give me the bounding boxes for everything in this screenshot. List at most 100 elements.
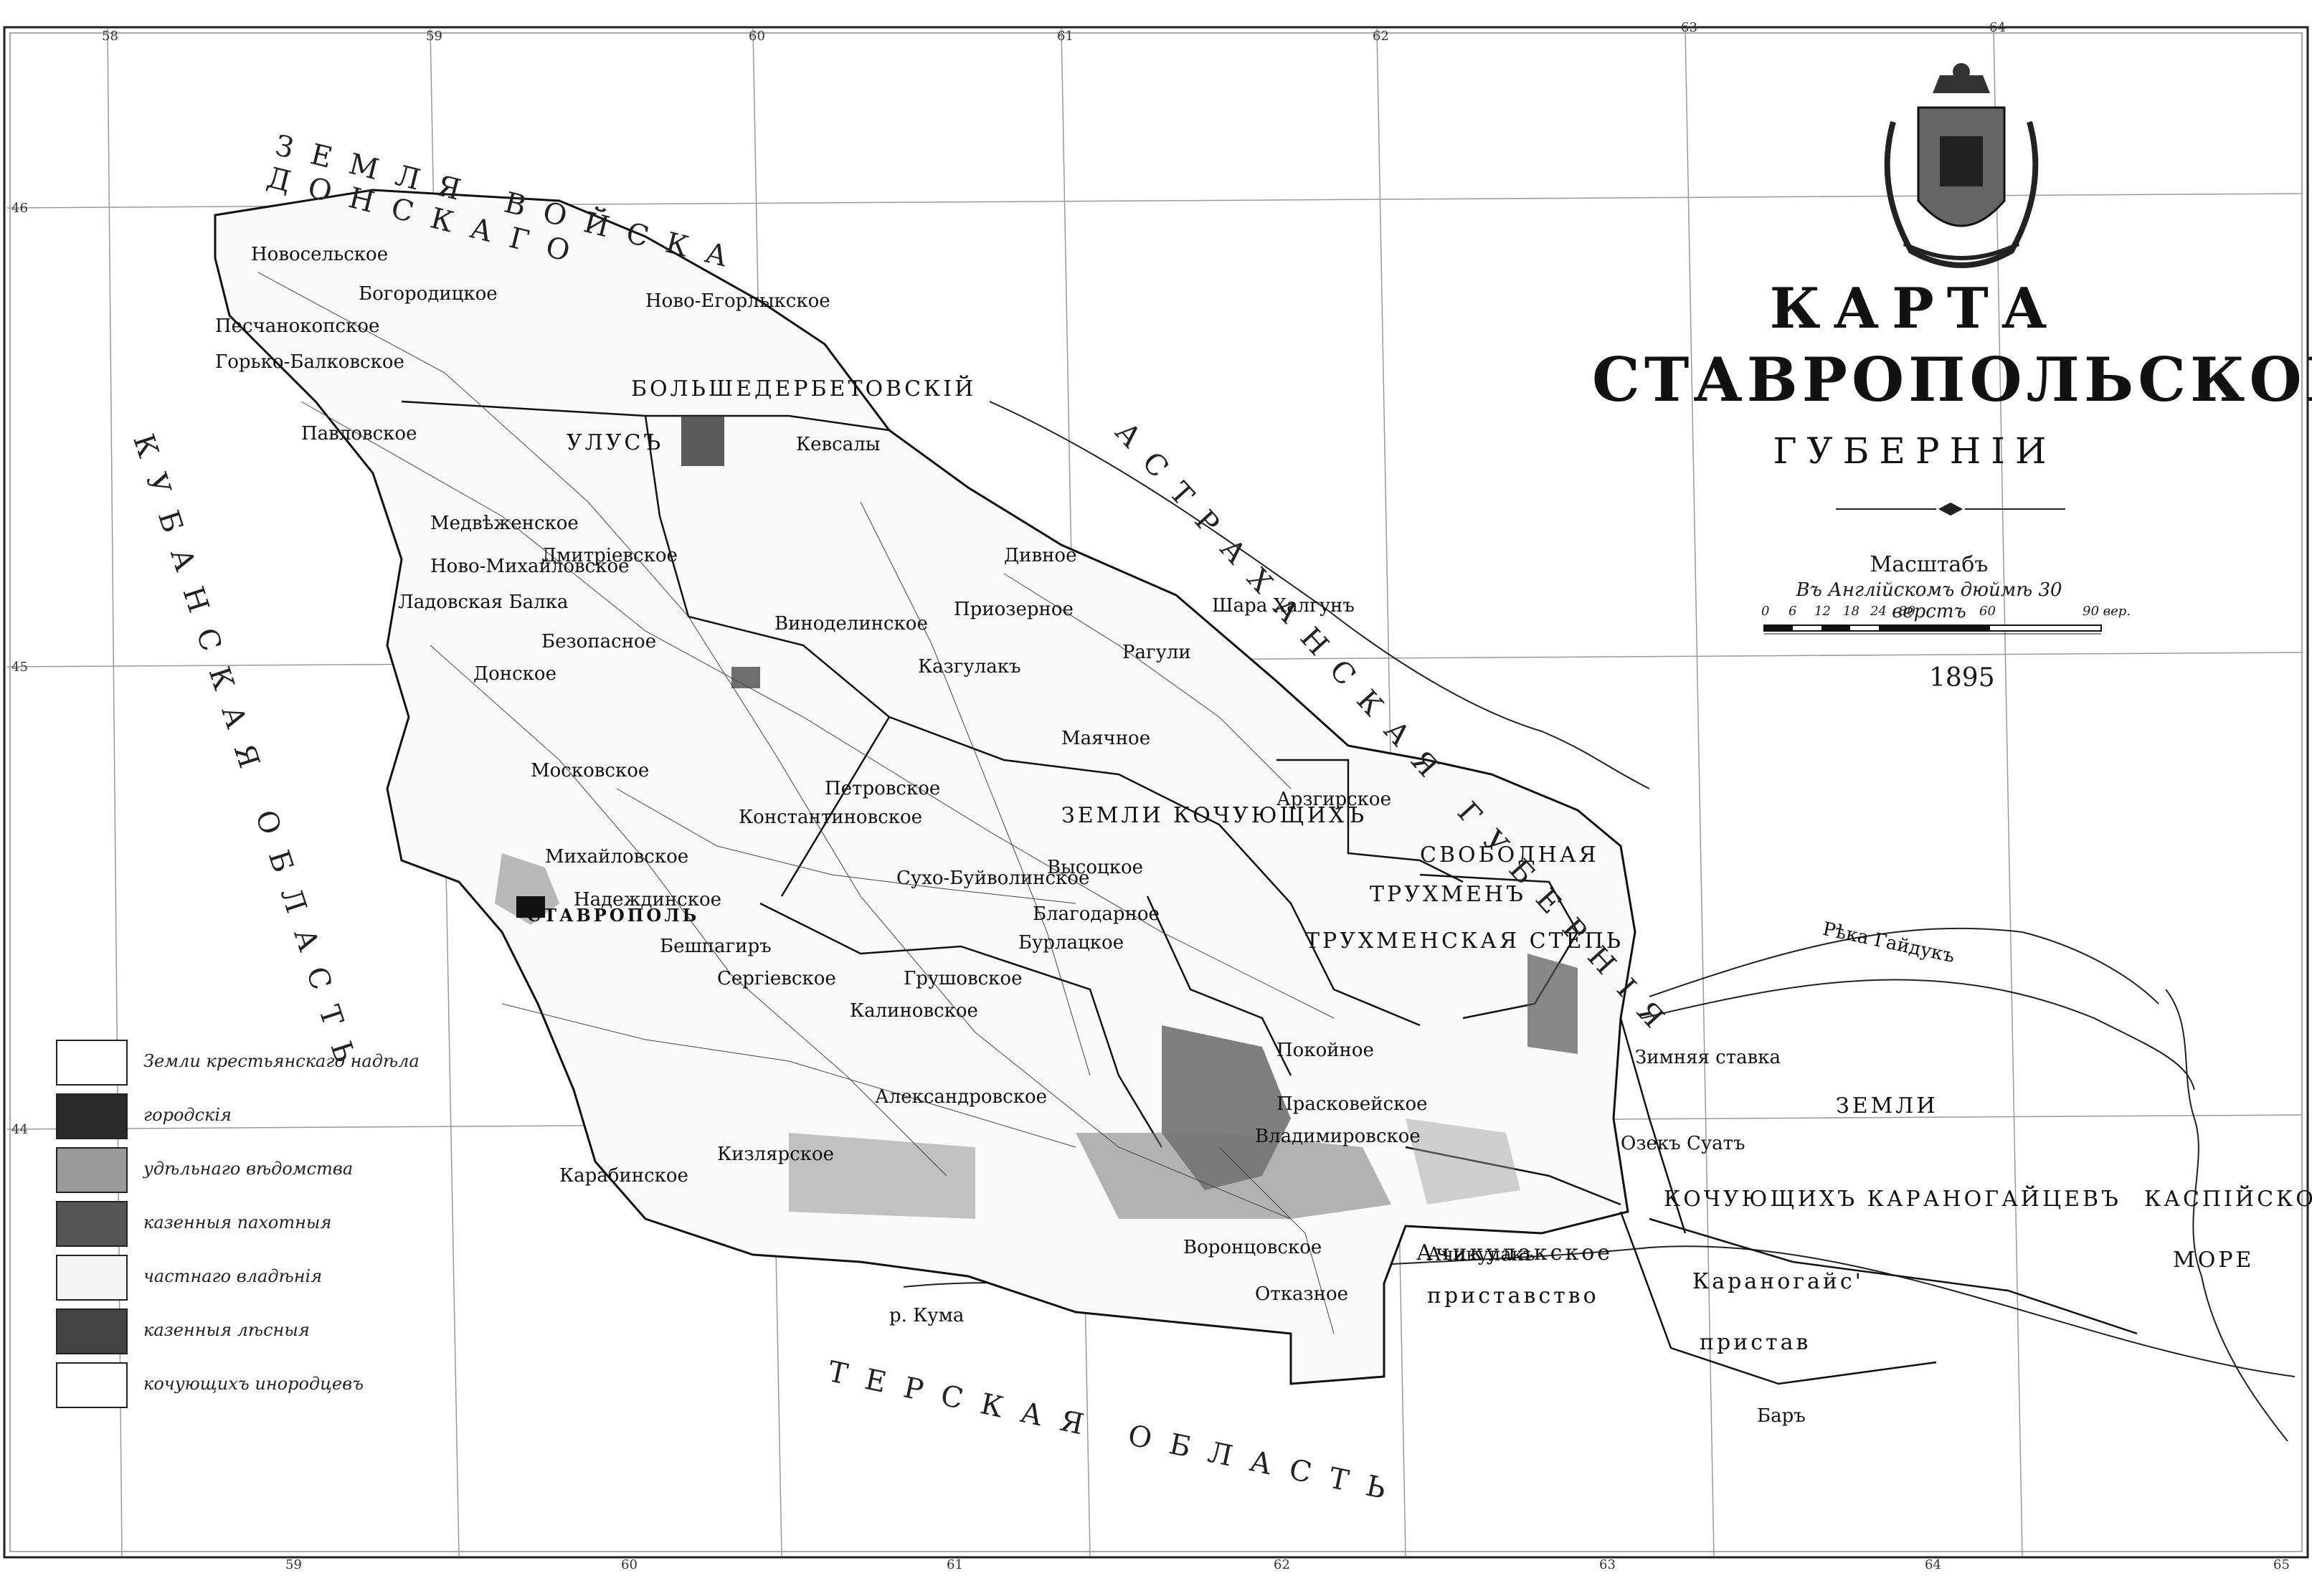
legend-swatch-town bbox=[56, 1093, 128, 1139]
place-label: Благодарное bbox=[1033, 903, 1160, 925]
stavropol-city-marker bbox=[516, 896, 545, 918]
place-label: Сергіевское bbox=[717, 968, 836, 989]
place-label: Дивное bbox=[1004, 545, 1077, 566]
place-label: Бурлацкое bbox=[1018, 932, 1124, 954]
legend-swatch-private bbox=[56, 1255, 128, 1301]
scale-title: Масштабъ bbox=[1870, 552, 1989, 577]
place-label: Прасковейское bbox=[1276, 1093, 1428, 1115]
place-label: Павловское bbox=[301, 423, 417, 445]
legend-swatch-peasant bbox=[56, 1040, 128, 1086]
place-label: Высоцкое bbox=[1047, 857, 1144, 878]
district-boundaries bbox=[401, 400, 2138, 1385]
place-label: Баръ bbox=[1757, 1405, 1806, 1427]
place-label: Калиновское bbox=[850, 1000, 978, 1022]
lon-bottom-60: 60 bbox=[621, 1557, 638, 1572]
lon-top-64: 64 bbox=[1989, 20, 2006, 35]
map-inner-frame bbox=[9, 32, 2303, 1552]
place-label: Ново-Егорлыкское bbox=[645, 290, 830, 312]
place-label: Шара Халгунъ bbox=[1212, 595, 1355, 617]
scale-bar bbox=[1763, 624, 2102, 635]
map-title-line2: СТАВРОПОЛЬСКОЙ bbox=[1592, 344, 2312, 415]
place-label: Бешпагиръ bbox=[660, 936, 772, 957]
scale-tick-0: 0 bbox=[1761, 604, 1770, 619]
region-trukhmen-1: ЗЕМЛИ КОЧУЮЩИХЪ bbox=[1061, 803, 1368, 828]
place-label: Виноделинское bbox=[774, 613, 928, 635]
scale-tick-90: 90 вер. bbox=[2083, 604, 2131, 619]
lon-top-61: 61 bbox=[1057, 29, 1074, 44]
place-label: Медвѣженское bbox=[430, 513, 579, 534]
legend-label-state-arable: казенныя пахотныя bbox=[143, 1212, 332, 1232]
place-label: Зимняя ставка bbox=[1635, 1047, 1781, 1068]
region-trukhmen-4: ТРУХМЕНСКАЯ СТЕПЬ bbox=[1305, 928, 1624, 954]
scale-tick-30: 30 bbox=[1899, 604, 1915, 619]
place-label: Михайловское bbox=[545, 846, 689, 868]
region-trukhmen-2: СВОБОДНАЯ bbox=[1420, 842, 1599, 868]
scale-tick-60: 60 bbox=[1979, 604, 1996, 619]
legend-swatch-udel bbox=[56, 1147, 128, 1193]
region-achikulak-2: приставство bbox=[1427, 1283, 1599, 1308]
region-nogai-1: ЗЕМЛИ bbox=[1836, 1093, 1938, 1118]
region-karanogai-2: пристав bbox=[1700, 1330, 1811, 1355]
region-ulus: УЛУСЪ bbox=[567, 430, 664, 455]
place-label: Горько-Балковское bbox=[215, 351, 404, 373]
place-label: Воронцовское bbox=[1183, 1237, 1322, 1258]
map-year: 1895 bbox=[1929, 663, 1995, 693]
shaded-lands bbox=[495, 416, 1578, 1219]
place-label: Маячное bbox=[1061, 728, 1151, 749]
place-label: Константиновское bbox=[739, 807, 923, 828]
place-label: Карабинское bbox=[559, 1165, 688, 1187]
place-label: Новосельское bbox=[251, 244, 389, 265]
legend-swatch-nomads bbox=[56, 1362, 128, 1408]
province-outline bbox=[214, 189, 1636, 1385]
place-label: Песчанокопское bbox=[215, 315, 380, 337]
scale-subtitle: Въ Англійскомъ дюймѣ 30 верстъ bbox=[1796, 579, 2062, 622]
scale-tick-18: 18 bbox=[1843, 604, 1859, 619]
place-label: Владимировское bbox=[1255, 1126, 1421, 1147]
region-caspian-1: КАСПІЙСКОЕ bbox=[2144, 1187, 2312, 1212]
map-title-line3: ГУБЕРНІИ bbox=[1773, 430, 2057, 472]
place-label: Безопасное bbox=[541, 631, 657, 652]
lat-left-46: 46 bbox=[11, 201, 28, 216]
legend-label-town: городскія bbox=[143, 1105, 232, 1125]
legend-label-udel: удѣльнаго вѣдомства bbox=[143, 1159, 354, 1179]
place-label: Ладовская Балка bbox=[398, 592, 569, 613]
scale-tick-12: 12 bbox=[1814, 604, 1831, 619]
road-network bbox=[257, 272, 1335, 1334]
region-bolshederbet: БОЛЬШЕДЕРБЕТОВСКІЙ bbox=[631, 376, 977, 402]
place-label: Покойное bbox=[1276, 1040, 1374, 1061]
map-title-line1: КАРТА bbox=[1769, 276, 2060, 341]
lon-bottom-61: 61 bbox=[947, 1557, 963, 1572]
place-label: р. Кума bbox=[889, 1305, 965, 1326]
scale-tick-24: 24 bbox=[1870, 604, 1887, 619]
place-label: Отказное bbox=[1255, 1283, 1348, 1305]
lat-left-44: 44 bbox=[11, 1122, 28, 1137]
lon-top-60: 60 bbox=[749, 29, 765, 44]
lon-top-63: 63 bbox=[1681, 20, 1697, 35]
place-label: Приозерное bbox=[954, 599, 1074, 620]
place-label: Московское bbox=[531, 760, 650, 782]
place-label: Рагули bbox=[1122, 642, 1191, 663]
place-label: Арзгирское bbox=[1276, 789, 1391, 810]
place-label: Надеждинское bbox=[574, 889, 722, 911]
place-label: Ново-Михайловское bbox=[430, 556, 630, 577]
lon-bottom-63: 63 bbox=[1599, 1557, 1616, 1572]
place-label: Сухо-Буйволинское bbox=[896, 868, 1090, 889]
place-label: Ачикулакъ bbox=[1427, 1244, 1535, 1265]
region-karanogai-1: Караногайс' bbox=[1692, 1269, 1864, 1294]
title-ornament bbox=[1836, 502, 2065, 516]
place-label: Александровское bbox=[875, 1086, 1048, 1108]
lon-bottom-59: 59 bbox=[285, 1557, 302, 1572]
place-label: Донское bbox=[473, 663, 556, 685]
legend-label-private: частнаго владѣнія bbox=[143, 1266, 323, 1286]
lon-bottom-64: 64 bbox=[1925, 1557, 1941, 1572]
place-label: Озекъ Суатъ bbox=[1621, 1133, 1745, 1154]
legend-label-nomads: кочующихъ инородцевъ bbox=[143, 1374, 364, 1394]
legend-swatch-state-forest bbox=[56, 1308, 128, 1354]
region-achikulak-1: Ачикулакское bbox=[1416, 1240, 1614, 1265]
region-trukhmen-3: ТРУХМЕНЪ bbox=[1370, 882, 1526, 907]
lon-bottom-65: 65 bbox=[2273, 1557, 2290, 1572]
lon-top-58: 58 bbox=[102, 29, 118, 44]
lon-top-62: 62 bbox=[1373, 29, 1389, 44]
legend-label-state-forest: казенныя лѣсныя bbox=[143, 1320, 310, 1340]
